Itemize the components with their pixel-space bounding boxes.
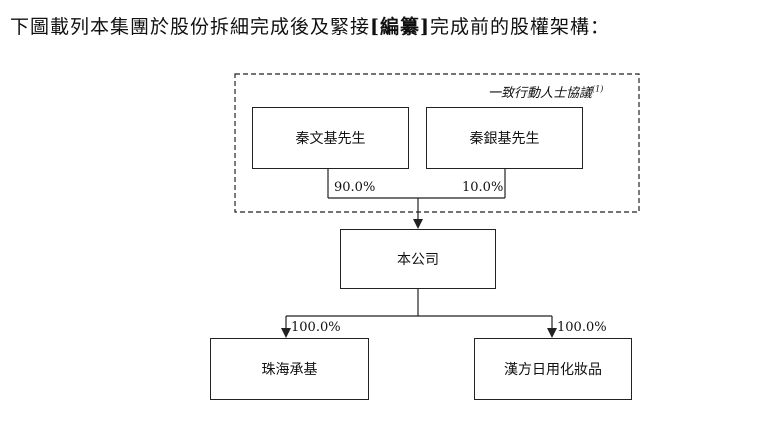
shareholder-stake-2: 10.0% — [462, 180, 504, 195]
shareholder-box-1: 秦文基先生 — [252, 107, 409, 169]
acting-in-concert-footnote: (1) — [592, 84, 604, 94]
acting-in-concert-boundary — [234, 73, 640, 213]
subsidiary-name-2: 漢方日用化妝品 — [504, 362, 602, 378]
page-heading: 下圖載列本集團於股份拆細完成後及緊接[編纂]完成前的股權架構： — [10, 12, 610, 39]
arrow-to-subsidiary-2 — [547, 328, 557, 338]
company-name: 本公司 — [397, 252, 439, 268]
heading-prefix: 下圖載列本集團於股份拆細完成後及緊接 — [10, 16, 371, 38]
shareholder-box-2: 秦銀基先生 — [426, 107, 583, 169]
heading-redacted: [編纂] — [370, 16, 430, 38]
shareholder-name-2: 秦銀基先生 — [469, 131, 540, 147]
acting-in-concert-text: 一致行動人士協議 — [488, 86, 593, 101]
arrow-to-company — [413, 219, 423, 229]
subsidiary-name-1: 珠海承基 — [261, 362, 318, 378]
subsidiary-stake-1: 100.0% — [291, 320, 341, 335]
subsidiary-stake-2: 100.0% — [557, 320, 607, 335]
heading-suffix: 完成前的股權架構： — [430, 16, 611, 38]
shareholder-stake-1: 90.0% — [334, 180, 376, 195]
subsidiary-box-2: 漢方日用化妝品 — [474, 338, 632, 400]
shareholder-name-1: 秦文基先生 — [295, 131, 366, 147]
company-box: 本公司 — [340, 229, 496, 289]
subsidiary-box-1: 珠海承基 — [210, 338, 369, 400]
acting-in-concert-label: 一致行動人士協議(1) — [488, 82, 603, 101]
arrow-to-subsidiary-1 — [281, 328, 291, 338]
